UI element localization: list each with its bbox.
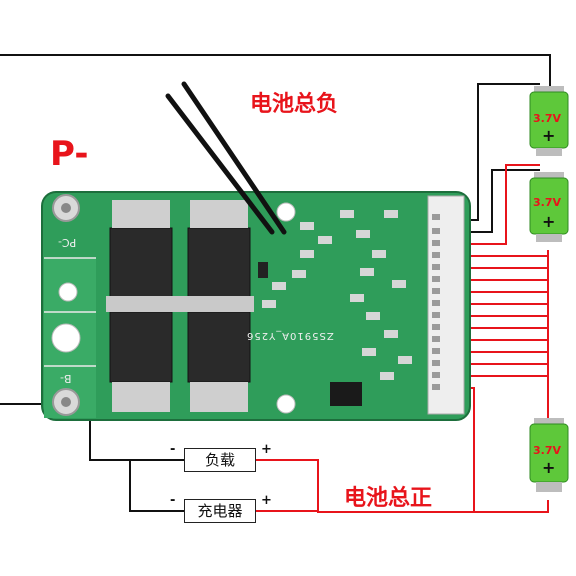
battery-positive-label: 电池总正 <box>344 486 433 511</box>
smd-components <box>262 210 412 380</box>
battery-negative-wire <box>0 54 551 92</box>
diode <box>258 262 268 278</box>
sense-wire-b0 <box>462 83 540 221</box>
pc-pad-label: PC- <box>58 236 77 249</box>
load-box: 负载 <box>184 448 256 472</box>
cell-1-plus: + <box>542 126 556 145</box>
mount-hole-left <box>58 282 78 302</box>
cell-2-plus: + <box>542 212 556 231</box>
b-pad-label: B- <box>60 372 72 385</box>
load-plus-sign: + <box>261 442 272 457</box>
sense-wire-b1 <box>460 169 540 233</box>
charger-plus-sign: + <box>261 493 272 508</box>
battery-negative-label: 电池总负 <box>250 92 339 117</box>
cell-3-plus: + <box>542 458 556 477</box>
mount-hole-lower <box>51 323 81 353</box>
p-minus-label: P- <box>50 134 89 174</box>
load-minus-sign: - <box>170 442 176 457</box>
charger-box: 充电器 <box>184 499 256 523</box>
charger-minus-sign: - <box>170 493 176 508</box>
ic-chip <box>330 382 362 406</box>
mount-hole-top <box>276 202 296 222</box>
cell-1-voltage: 3.7V <box>533 112 561 125</box>
thermistor-wires <box>165 81 287 235</box>
mount-hole-bottom <box>276 394 296 414</box>
battery-cells <box>529 86 569 492</box>
balance-wires <box>255 164 549 513</box>
mosfet-group <box>106 200 254 412</box>
cell-2-voltage: 3.7V <box>533 196 561 209</box>
connector-pins <box>432 214 440 390</box>
board-id-label: ZS5910A_Y256 <box>246 330 334 341</box>
cell-3-voltage: 3.7V <box>533 444 561 457</box>
